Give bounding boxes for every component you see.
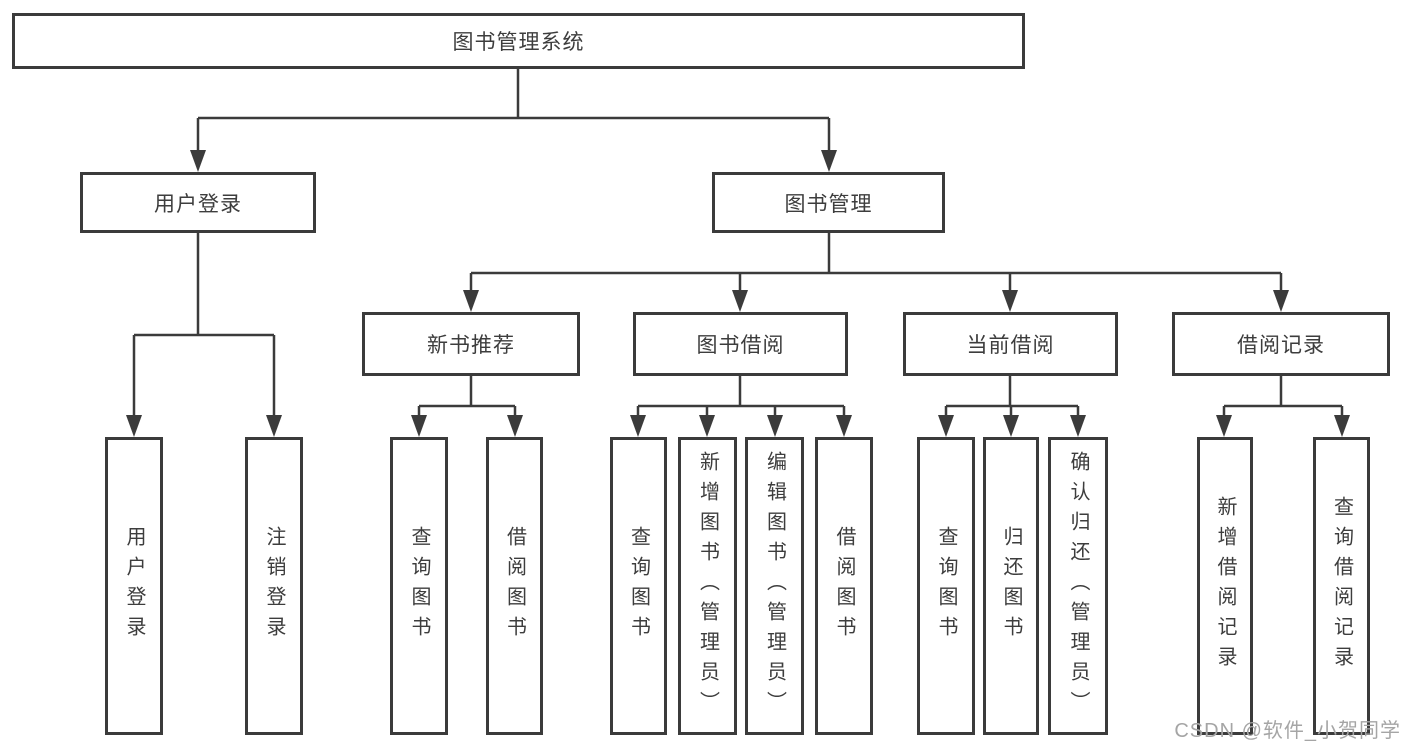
- leaf-borrow-book-2: 借阅图书: [815, 437, 873, 735]
- node-borrow-record: 借阅记录: [1172, 312, 1390, 376]
- node-book-borrow-label: 图书借阅: [696, 334, 785, 357]
- leaf-return-book-label: 归还图书: [1000, 526, 1022, 646]
- leaf-query-borrow-record-label: 查询借阅记录: [1330, 496, 1353, 676]
- leaf-query-book-3: 查询图书: [917, 437, 975, 735]
- leaf-user-login: 用户登录: [105, 437, 163, 735]
- node-root-system: 图书管理系统: [12, 13, 1025, 69]
- node-book-management-label: 图书管理: [784, 192, 873, 216]
- node-user-login-label: 用户登录: [154, 192, 242, 216]
- leaf-add-book-admin: 新增图书（管理员）: [678, 437, 737, 735]
- leaf-return-book: 归还图书: [983, 437, 1039, 735]
- leaf-borrow-book-2-label: 借阅图书: [833, 526, 855, 646]
- node-user-login: 用户登录: [80, 172, 316, 233]
- node-new-book-recommend: 新书推荐: [362, 312, 580, 376]
- node-current-borrow: 当前借阅: [903, 312, 1118, 376]
- leaf-borrow-book-1-label: 借阅图书: [503, 526, 526, 646]
- leaf-add-borrow-record: 新增借阅记录: [1197, 437, 1253, 735]
- leaf-borrow-book-1: 借阅图书: [486, 437, 543, 735]
- leaf-user-login-label: 用户登录: [123, 526, 145, 646]
- leaf-add-book-admin-label: 新增图书（管理员）: [696, 451, 719, 721]
- node-book-borrow: 图书借阅: [633, 312, 848, 376]
- leaf-query-book-1-label: 查询图书: [408, 526, 430, 646]
- leaf-query-book-2-label: 查询图书: [627, 526, 650, 646]
- leaf-edit-book-admin: 编辑图书（管理员）: [745, 437, 804, 735]
- leaf-logout-label: 注销登录: [263, 526, 285, 646]
- node-book-management: 图书管理: [712, 172, 945, 233]
- leaf-confirm-return-admin: 确认归还（管理员）: [1048, 437, 1108, 735]
- node-root-label: 图书管理系统: [452, 31, 585, 54]
- leaf-add-borrow-record-label: 新增借阅记录: [1214, 496, 1236, 676]
- leaf-query-borrow-record: 查询借阅记录: [1313, 437, 1370, 735]
- leaf-query-book-3-label: 查询图书: [935, 526, 957, 646]
- leaf-edit-book-admin-label: 编辑图书（管理员）: [763, 451, 786, 721]
- node-new-book-recommend-label: 新书推荐: [427, 334, 515, 357]
- csdn-watermark: CSDN @软件_小贺同学: [1174, 720, 1401, 742]
- leaf-logout: 注销登录: [245, 437, 303, 735]
- node-borrow-record-label: 借阅记录: [1237, 334, 1325, 357]
- leaf-confirm-return-admin-label: 确认归还（管理员）: [1067, 451, 1089, 721]
- leaf-query-book-2: 查询图书: [610, 437, 667, 735]
- node-current-borrow-label: 当前借阅: [966, 334, 1055, 357]
- leaf-query-book-1: 查询图书: [390, 437, 448, 735]
